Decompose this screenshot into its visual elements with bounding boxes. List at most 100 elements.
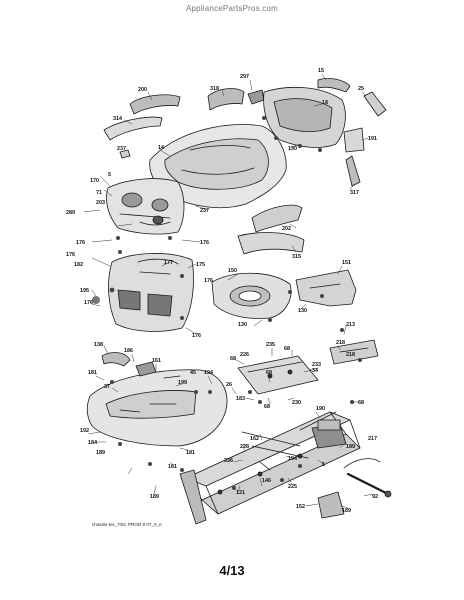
part-label-130c: 130 <box>298 308 307 314</box>
lower-dash-part <box>108 253 194 332</box>
part-label-217: 217 <box>368 436 377 442</box>
part-label-71: 71 <box>96 190 102 196</box>
part-label-213: 213 <box>346 322 355 328</box>
part-label-34: 34 <box>312 368 318 374</box>
part-label-121: 121 <box>236 490 245 496</box>
fender-pan-part <box>211 272 292 319</box>
part-label-5b: 5 <box>322 462 325 468</box>
part-label-25: 25 <box>358 86 364 92</box>
part-label-162: 162 <box>250 436 259 442</box>
part-label-199: 199 <box>178 380 187 386</box>
part-label-218b: 218 <box>346 352 355 358</box>
part-label-181b: 181 <box>186 450 195 456</box>
part-label-183: 183 <box>236 396 245 402</box>
part-label-152: 152 <box>296 504 305 510</box>
part-label-230: 230 <box>292 400 301 406</box>
part-label-175: 175 <box>196 262 205 268</box>
part-label-130: 130 <box>288 146 297 152</box>
site-watermark: AppliancePartsPros.com <box>186 4 278 13</box>
part-label-150: 150 <box>228 268 237 274</box>
part-label-15: 15 <box>318 68 324 74</box>
part-label-176a: 176 <box>76 240 85 246</box>
part-label-194a: 194 <box>204 370 213 376</box>
part-label-202: 202 <box>282 226 291 232</box>
part-label-68e: 68 <box>358 400 364 406</box>
part-label-170: 170 <box>90 178 99 184</box>
part-label-194b: 194 <box>288 456 297 462</box>
axle-part <box>311 419 347 449</box>
part-label-237b: 237 <box>200 208 209 214</box>
part-label-68c: 68 <box>266 370 272 376</box>
part-label-189d: 189 <box>342 508 351 514</box>
part-label-161: 161 <box>152 358 161 364</box>
part-label-5: 5 <box>108 172 111 178</box>
part-label-226: 226 <box>240 352 249 358</box>
part-label-45: 45 <box>190 370 196 376</box>
part-label-146: 146 <box>262 478 271 484</box>
part-label-237: 237 <box>117 146 126 152</box>
rear-plate-part <box>317 491 345 519</box>
side-bracket-part <box>329 339 379 365</box>
part-label-189b: 189 <box>346 444 355 450</box>
shroud-part <box>237 204 305 255</box>
hood-trim-part <box>103 88 265 159</box>
part-label-203: 203 <box>96 200 105 206</box>
part-label-195: 195 <box>80 288 89 294</box>
leader-lines <box>83 73 373 509</box>
part-label-161b: 161 <box>168 464 177 470</box>
part-label-37: 37 <box>104 384 110 390</box>
part-label-233: 233 <box>312 362 321 368</box>
part-label-297: 297 <box>240 74 249 80</box>
part-label-68a: 68 <box>284 346 290 352</box>
part-label-176d: 176 <box>204 278 213 284</box>
part-label-191: 191 <box>368 136 377 142</box>
part-label-68d: 68 <box>264 404 270 410</box>
part-label-138: 138 <box>94 342 103 348</box>
part-label-235: 235 <box>266 342 275 348</box>
hood-part <box>149 124 287 209</box>
chassis-frame-part <box>179 411 361 525</box>
page-number: 4/13 <box>219 563 245 578</box>
part-label-189c: 189 <box>150 494 159 500</box>
part-label-92: 92 <box>372 494 378 500</box>
part-label-192: 192 <box>80 428 89 434</box>
part-label-315: 315 <box>292 254 301 260</box>
part-label-289: 289 <box>66 210 75 216</box>
part-label-318: 318 <box>210 86 219 92</box>
part-label-184: 184 <box>88 440 97 446</box>
pedal-part <box>101 352 181 379</box>
part-label-336: 336 <box>224 458 233 464</box>
part-label-130b: 130 <box>238 322 247 328</box>
part-label-14: 14 <box>158 145 164 151</box>
part-label-176c: 176 <box>66 252 75 258</box>
part-number-labels: 200 318 297 15 25 18 314 14 237 130 191 … <box>66 68 378 514</box>
part-label-181: 181 <box>88 370 97 376</box>
grille-part <box>263 78 387 187</box>
bracket-part <box>295 269 357 307</box>
drawing-reference: chassis-tec_TEC PROD 9 07_0_e <box>92 522 162 527</box>
part-label-317: 317 <box>350 190 359 196</box>
part-label-225: 225 <box>288 484 297 490</box>
part-label-151: 151 <box>342 260 351 266</box>
part-label-176f: 176 <box>192 333 201 339</box>
part-label-314: 314 <box>113 116 122 122</box>
part-label-26: 26 <box>226 382 232 388</box>
part-label-218: 218 <box>336 340 345 346</box>
dash-panel-part <box>106 178 185 235</box>
tow-bar-part <box>343 458 392 498</box>
part-label-182: 182 <box>74 262 83 268</box>
footrest-deck-part <box>86 369 228 447</box>
part-label-68b: 68 <box>230 356 236 362</box>
part-label-176e: 176 <box>84 300 93 306</box>
part-label-228: 228 <box>240 444 249 450</box>
part-label-177: 177 <box>164 260 173 266</box>
hardware-part <box>92 116 362 490</box>
part-label-189a: 189 <box>96 450 105 456</box>
mounting-plate-part <box>237 355 319 395</box>
part-label-190: 190 <box>316 406 325 412</box>
part-label-18: 18 <box>322 100 328 106</box>
part-label-200: 200 <box>138 87 147 93</box>
part-label-176b: 176 <box>200 240 209 246</box>
part-label-186: 186 <box>124 348 133 354</box>
